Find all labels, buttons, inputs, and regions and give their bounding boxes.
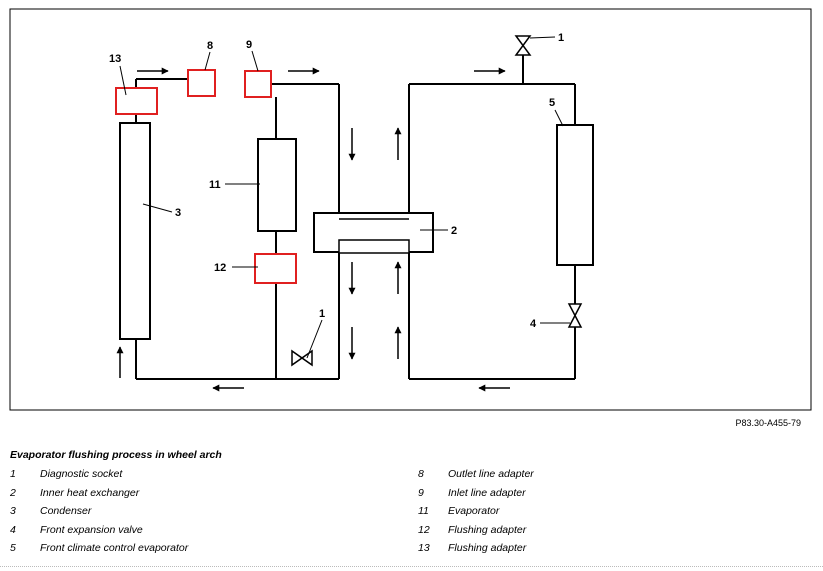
diagnostic-socket-valve-top	[514, 35, 532, 56]
diagnostic-socket-valve-bottom	[291, 349, 313, 367]
callout-3: 3	[175, 207, 181, 219]
legend-item: 9 Inlet line adapter	[418, 487, 778, 506]
callout-4: 4	[530, 318, 537, 330]
callout-1-top: 1	[558, 32, 564, 44]
legend-text: Inlet line adapter	[448, 486, 526, 499]
front-climate-control-evaporator	[556, 124, 594, 266]
inlet-line-adapter	[244, 70, 272, 98]
legend-number: 13	[418, 542, 430, 554]
legend-item: 8 Outlet line adapter	[418, 468, 778, 487]
legend-item: 13 Flushing adapter	[418, 542, 778, 561]
legend-item: 12 Flushing adapter	[418, 524, 778, 543]
leader-line	[204, 51, 211, 71]
legend-text: Outlet line adapter	[448, 468, 534, 480]
legend-text: Front expansion valve	[40, 523, 143, 536]
legend-number: 5	[10, 542, 16, 554]
legend-text: Condenser	[40, 505, 92, 517]
legend-text: Inner heat exchanger	[40, 486, 140, 499]
flushing-adapter-13	[115, 87, 158, 115]
callout-11: 11	[209, 179, 221, 191]
legend-text: Front climate control evaporator	[40, 542, 189, 554]
bottom-divider	[0, 566, 823, 567]
inner-heat-exchanger-tube	[338, 239, 410, 254]
legend-item: 2 Inner heat exchanger	[10, 487, 370, 506]
legend-item: 11 Evaporator	[418, 505, 778, 524]
legend-item: 3 Condenser	[10, 505, 370, 524]
legend-number: 9	[418, 486, 424, 499]
legend-right: 8 Outlet line adapter 9 Inlet line adapt…	[418, 468, 778, 561]
callout-12: 12	[214, 262, 226, 274]
legend-text: Evaporator	[448, 505, 500, 517]
legend-text: Diagnostic socket	[40, 468, 123, 480]
legend-number: 4	[10, 523, 16, 536]
leader-line	[142, 203, 173, 213]
leader-line	[306, 319, 323, 359]
legend-number: 8	[418, 468, 424, 480]
front-expansion-valve	[567, 303, 583, 328]
callout-13: 13	[109, 53, 121, 65]
callout-5: 5	[549, 97, 555, 109]
legend-number: 12	[418, 523, 430, 536]
callout-9: 9	[246, 39, 252, 51]
leader-line	[251, 50, 259, 72]
callout-2: 2	[451, 225, 457, 237]
callout-8: 8	[207, 40, 213, 52]
legend-item: 1 Diagnostic socket	[10, 468, 370, 487]
flushing-adapter-12	[254, 253, 297, 284]
legend-number: 11	[418, 505, 429, 517]
legend-number: 1	[10, 468, 16, 480]
leader-line	[119, 65, 127, 96]
evaporator-11	[257, 138, 297, 232]
figure-caption: Evaporator flushing process in wheel arc…	[10, 449, 222, 461]
callout-1-bottom: 1	[319, 308, 325, 320]
legend-text: Flushing adapter	[448, 523, 527, 536]
outlet-line-adapter	[187, 69, 216, 97]
diagram-frame	[9, 8, 812, 411]
flushing-diagram: 13 8 9 1 5 11 3 2 12 1 4	[9, 8, 812, 411]
legend-item: 4 Front expansion valve	[10, 524, 370, 543]
legend-number: 2	[10, 486, 16, 499]
legend-left: 1 Diagnostic socket 2 Inner heat exchang…	[10, 468, 370, 561]
figure-reference: P83.30-A455-79	[735, 418, 801, 428]
leader-line	[554, 109, 564, 127]
legend-number: 3	[10, 505, 16, 517]
legend-text: Flushing adapter	[448, 542, 527, 554]
leader-line	[529, 36, 556, 39]
legend-item: 5 Front climate control evaporator	[10, 542, 370, 561]
condenser	[119, 122, 151, 340]
